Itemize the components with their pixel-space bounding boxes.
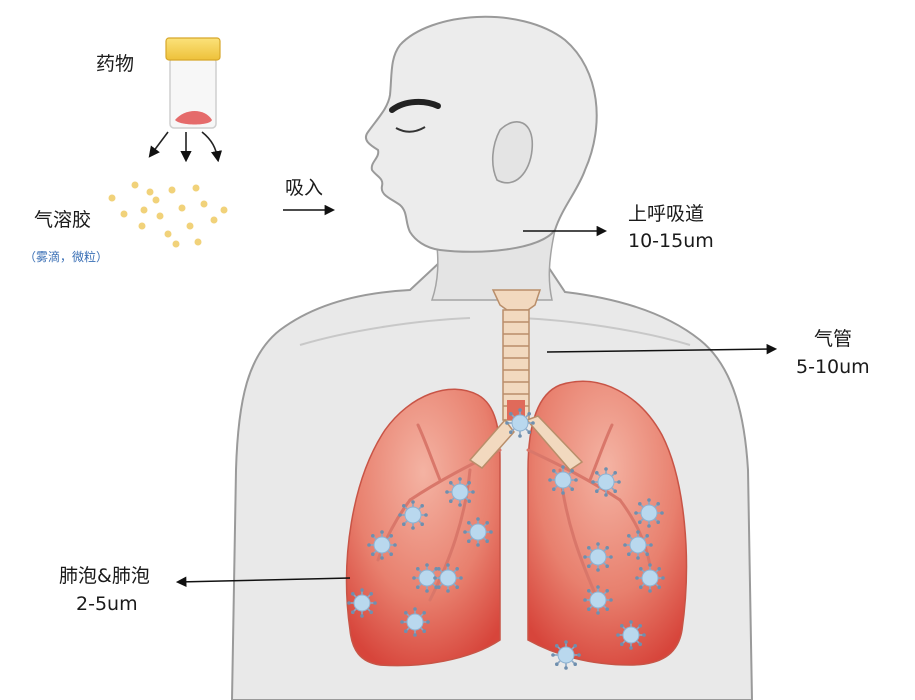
upper-airway-size: 10-15um — [628, 230, 714, 252]
aerosol-note: （雾滴，微粒） — [24, 250, 109, 264]
trachea-arrow — [546, 343, 778, 355]
aerosol-label: 气溶胶 — [34, 209, 92, 231]
drug-label: 药物 — [96, 53, 135, 75]
upper-airway-label: 上呼吸道 — [628, 203, 705, 225]
left-lung — [345, 388, 501, 667]
inhale-label: 吸入 — [285, 177, 324, 199]
drug-bottle — [165, 37, 221, 129]
trachea — [468, 289, 584, 471]
label-arrows — [175, 204, 778, 588]
alveoli-size: 2-5um — [76, 593, 138, 615]
trachea-label: 气管 — [814, 328, 853, 350]
spray-arrows — [148, 131, 223, 163]
trachea-size: 5-10um — [796, 356, 870, 378]
alveoli-arrow — [175, 576, 351, 588]
alveoli-label: 肺泡&肺泡 — [59, 565, 150, 587]
aerosol-particles — [108, 181, 228, 248]
